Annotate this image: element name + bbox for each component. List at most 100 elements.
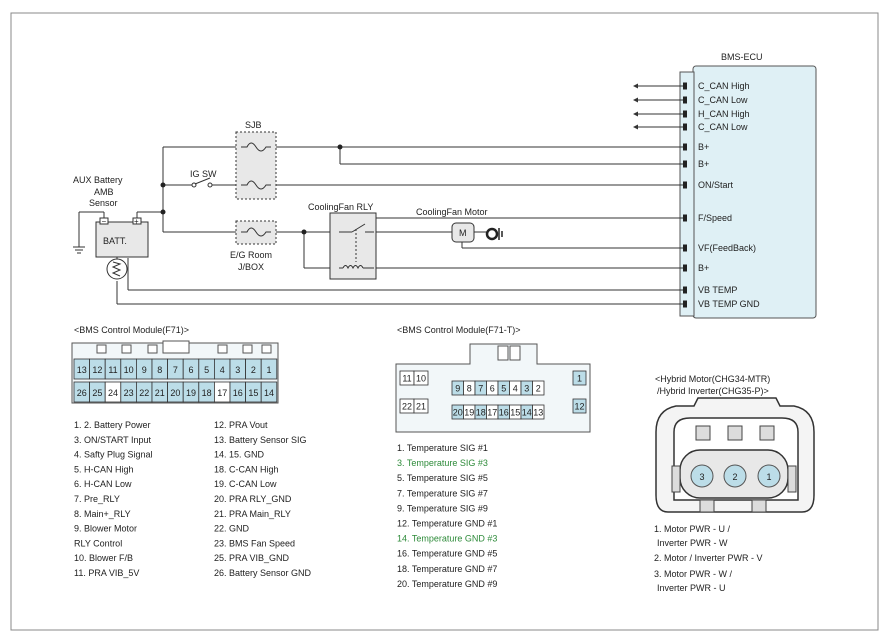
hybrid-pin-notes: 1. Motor PWR - U / Inverter PWR - W 2. Mot… xyxy=(654,524,763,593)
hybrid-pin-note: 3. Motor PWR - W / xyxy=(654,569,733,579)
f71-pin-cell xyxy=(260,381,278,403)
f71t-pin-desc: 5. Temperature SIG #5 xyxy=(397,473,488,483)
f71-pin-number: 16 xyxy=(233,388,243,398)
f71t-pin-number: 10 xyxy=(416,374,426,384)
f71t-pin-number: 17 xyxy=(487,408,497,418)
f71-pin-desc: 3. ON/START Input xyxy=(74,435,152,445)
f71-pin-desc: 23. BMS Fan Speed xyxy=(214,538,295,548)
hybrid-pin-note: 2. Motor / Inverter PWR - V xyxy=(654,553,763,563)
ecu-pin-label: B+ xyxy=(698,263,709,273)
main-wiring xyxy=(73,146,683,305)
ecu-pin-terminal xyxy=(683,264,687,272)
ecu-pin-terminal xyxy=(683,160,687,168)
hybrid-pin-circle xyxy=(723,464,747,488)
f71-pin-number: 13 xyxy=(77,365,87,375)
f71t-pin-cell xyxy=(572,398,587,414)
switch-contact xyxy=(207,182,213,188)
f71-pin-desc: 26. Battery Sensor GND xyxy=(214,568,312,578)
ecu-pin-label: B+ xyxy=(698,142,709,152)
battery-plus-label: + xyxy=(134,217,139,226)
f71t-pin-desc: 14. Temperature GND #3 xyxy=(397,534,497,544)
f71-pin-desc: 9. Blower Motor xyxy=(74,524,137,534)
ecu-pin-label: C_CAN Low xyxy=(698,95,748,105)
ecu-pin-terminal xyxy=(683,96,687,104)
ecu-connector-strip xyxy=(679,71,695,317)
hybrid-pin-note: Inverter PWR - U xyxy=(657,583,726,593)
hybrid-pin-note: Inverter PWR - W xyxy=(657,538,728,548)
f71t-pin-number: 18 xyxy=(476,408,486,418)
f71-pin-desc: 19. C-CAN Low xyxy=(214,479,277,489)
f71-pin-number: 25 xyxy=(92,388,102,398)
f71t-pin-desc: 3. Temperature SIG #3 xyxy=(397,458,488,468)
f71-pin-desc: 4. Safty Plug Signal xyxy=(74,450,153,460)
hybrid-title-1: <Hybrid Motor(CHG34-MTR) xyxy=(655,374,770,384)
ig-sw-label: IG SW xyxy=(190,169,217,179)
f71-pin-number: 4 xyxy=(220,365,225,375)
f71t-pin-number: 1 xyxy=(577,374,582,384)
f71t-pin-number: 19 xyxy=(464,408,474,418)
f71-pin-desc: 5. H-CAN High xyxy=(74,464,134,474)
f71-pin-number: 11 xyxy=(108,365,117,375)
f71-pin-number: 14 xyxy=(264,388,274,398)
fan-motor-icon xyxy=(451,222,475,243)
f71-pin-number: 20 xyxy=(170,388,180,398)
ecu-pin-terminal xyxy=(683,143,687,151)
f71-pin-number: 9 xyxy=(142,365,147,375)
f71t-pin-number: 7 xyxy=(478,384,483,394)
f71t-pin-desc: 7. Temperature SIG #7 xyxy=(397,488,488,498)
hybrid-pin-note: 1. Motor PWR - U / xyxy=(654,524,731,534)
eg-room-label-1: E/G Room xyxy=(230,250,272,260)
f71t-pin-desc: 20. Temperature GND #9 xyxy=(397,579,497,589)
switch-lever xyxy=(194,177,211,185)
f71-pin-number: 22 xyxy=(139,388,149,398)
hybrid-pin-number: 2 xyxy=(732,472,737,482)
f71t-pin-number: 8 xyxy=(467,384,472,394)
hybrid-pin-number: 3 xyxy=(699,472,704,482)
f71-pin-desc: 13. Battery Sensor SIG xyxy=(214,435,307,445)
f71-pin-number: 19 xyxy=(186,388,196,398)
f71-pin-number: 26 xyxy=(77,388,87,398)
f71-pin-number: 6 xyxy=(188,365,193,375)
ecu-pin-terminal xyxy=(683,181,687,189)
ground-icon xyxy=(485,227,499,241)
f71-pin-number: 10 xyxy=(124,365,134,375)
f71t-pin-cell xyxy=(532,380,545,396)
f71-pin-desc: 18. C-CAN High xyxy=(214,464,279,474)
f71t-pin-desc: 18. Temperature GND #7 xyxy=(397,564,497,574)
f71t-title: <BMS Control Module(F71-T)> xyxy=(397,325,521,335)
f71-pin-desc: 25. PRA VIB_GND xyxy=(214,553,290,563)
f71t-pin-desc: 12. Temperature GND #1 xyxy=(397,519,497,529)
aux-battery-label-1: AUX Battery xyxy=(73,175,123,185)
f71t-pin-cell xyxy=(572,370,587,386)
f71-pin-number: 8 xyxy=(157,365,162,375)
ecu-pin-terminal xyxy=(683,110,687,118)
f71t-pin-list: 1. Temperature SIG #13. Temperature SIG … xyxy=(397,443,497,589)
aux-battery-label-2: AMB xyxy=(94,187,114,197)
ecu-pin-label: C_CAN High xyxy=(698,81,750,91)
fan-motor-label: CoolingFan Motor xyxy=(416,207,488,217)
ecu-pin-terminal xyxy=(683,123,687,131)
eg-room-label-2: J/BOX xyxy=(238,262,264,272)
ecu-title: BMS-ECU xyxy=(721,52,763,62)
f71-pin-number: 5 xyxy=(204,365,209,375)
f71-pin-desc: RLY Control xyxy=(74,538,122,548)
f71-pin-number: 24 xyxy=(108,388,118,398)
f71-pin-desc: 10. Blower F/B xyxy=(74,553,133,563)
f71t-pin-cell xyxy=(532,404,545,420)
can-arrows xyxy=(633,83,683,130)
sjb-label: SJB xyxy=(245,120,262,130)
f71-pin-number: 7 xyxy=(173,365,178,375)
ecu-pin-label: H_CAN High xyxy=(698,109,750,119)
f71t-pin-number: 11 xyxy=(402,374,411,384)
f71t-pin-number: 3 xyxy=(524,384,529,394)
fuse-symbol xyxy=(241,180,271,190)
hybrid-pin-circle xyxy=(757,464,781,488)
f71-pin-cell xyxy=(260,358,278,380)
relay-coil xyxy=(342,265,364,270)
